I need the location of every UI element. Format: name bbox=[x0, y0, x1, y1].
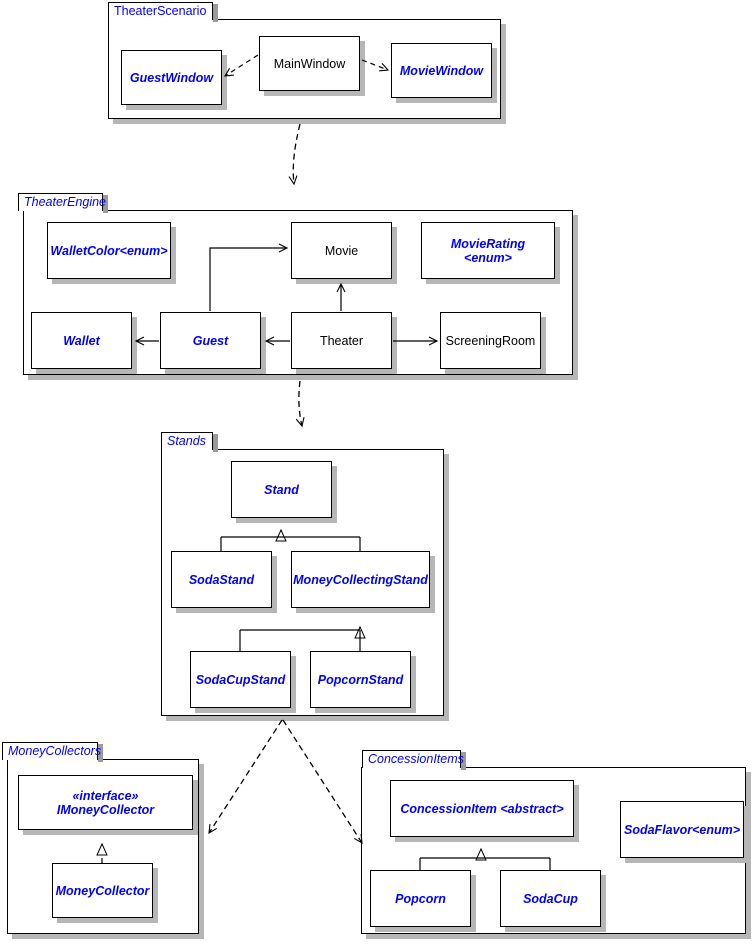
class-theater[interactable]: Theater bbox=[291, 312, 392, 369]
class-money-collector[interactable]: MoneyCollector bbox=[52, 863, 153, 918]
dep-stands-moneycollectors bbox=[208, 719, 283, 835]
package-tab-theater-scenario: TheaterScenario bbox=[108, 2, 213, 20]
class-stand[interactable]: Stand bbox=[231, 461, 332, 518]
class-main-window[interactable]: MainWindow bbox=[259, 36, 360, 91]
class-soda-stand[interactable]: SodaStand bbox=[171, 551, 272, 608]
class-guest[interactable]: Guest bbox=[160, 312, 261, 369]
class-concession-item[interactable]: ConcessionItem <abstract> bbox=[390, 780, 574, 837]
class-imoney-collector[interactable]: «interface» IMoneyCollector bbox=[18, 775, 193, 830]
package-tab-money-collectors: MoneyCollectors bbox=[2, 742, 101, 760]
class-soda-flavor[interactable]: SodaFlavor<enum> bbox=[620, 801, 744, 858]
class-movie[interactable]: Movie bbox=[291, 222, 392, 279]
package-tab-shadow bbox=[98, 744, 103, 762]
package-tab-concession-items: ConcessionItems bbox=[362, 750, 464, 768]
class-movie-window[interactable]: MovieWindow bbox=[391, 43, 492, 98]
package-tab-stands: Stands bbox=[161, 432, 213, 450]
class-guest-window[interactable]: GuestWindow bbox=[121, 50, 222, 105]
class-wallet-color[interactable]: WalletColor<enum> bbox=[47, 222, 171, 279]
dep-stands-concessionitems bbox=[282, 719, 363, 845]
dep-scenario-engine bbox=[288, 123, 301, 186]
package-tab-theater-engine: TheaterEngine bbox=[18, 193, 106, 211]
class-popcorn[interactable]: Popcorn bbox=[370, 870, 471, 927]
class-soda-cup[interactable]: SodaCup bbox=[500, 870, 601, 927]
dep-engine-stands bbox=[295, 380, 305, 428]
package-tab-shadow bbox=[103, 195, 108, 213]
class-soda-cup-stand[interactable]: SodaCupStand bbox=[190, 651, 291, 708]
class-wallet[interactable]: Wallet bbox=[31, 312, 132, 369]
class-money-collecting-stand[interactable]: MoneyCollectingStand bbox=[291, 551, 430, 608]
class-popcorn-stand[interactable]: PopcornStand bbox=[310, 651, 411, 708]
package-tab-shadow bbox=[461, 752, 466, 770]
package-tab-shadow bbox=[213, 434, 218, 452]
package-tab-shadow bbox=[213, 4, 218, 22]
class-movie-rating[interactable]: MovieRating <enum> bbox=[421, 222, 555, 279]
class-screening-room[interactable]: ScreeningRoom bbox=[440, 312, 541, 369]
